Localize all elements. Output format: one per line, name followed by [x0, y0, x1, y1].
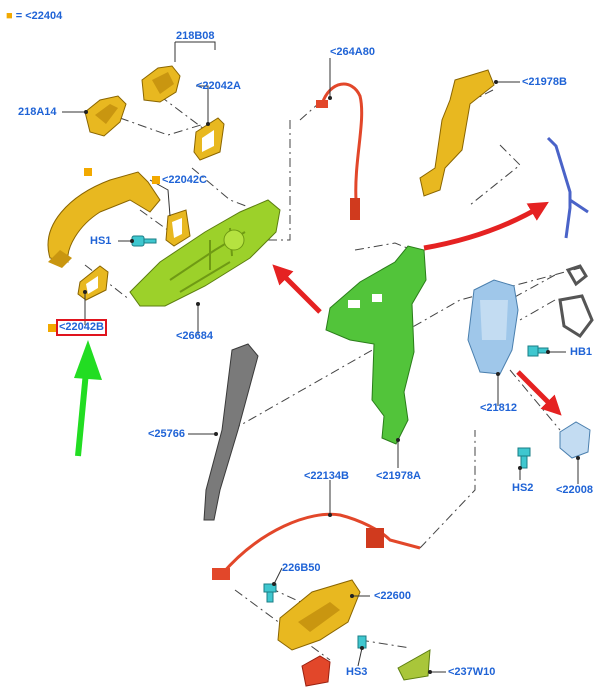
callout-22042c[interactable]: <22042C — [162, 174, 207, 186]
part-218b08-cap[interactable] — [141, 65, 181, 103]
part-22134b-cable[interactable] — [212, 512, 421, 580]
callout-21812[interactable]: <21812 — [480, 402, 518, 414]
callout-22042b[interactable]: <22042B — [56, 319, 107, 336]
part-22042c-gasket[interactable] — [165, 209, 191, 247]
callout-226b50[interactable]: 226B50 — [282, 562, 321, 574]
part-21812-latch[interactable] — [467, 279, 519, 375]
callout-218a14[interactable]: 218A14 — [18, 106, 57, 118]
callout-hb1[interactable]: HB1 — [570, 346, 593, 358]
part-hs2-screw[interactable] — [517, 447, 531, 469]
callout-25766[interactable]: <25766 — [148, 428, 186, 440]
leader-dots — [83, 80, 580, 674]
legend-text: = <22404 — [15, 10, 63, 22]
gold-square-marker — [152, 176, 160, 184]
part-226b50-screw[interactable] — [263, 583, 277, 603]
red-flow-arrow — [272, 201, 562, 416]
callout-264a80[interactable]: <264A80 — [330, 46, 375, 58]
part-25766-seal[interactable] — [203, 343, 259, 521]
green-pointer-arrow — [74, 340, 102, 457]
part-hs1-screw[interactable] — [131, 235, 157, 247]
part-rod[interactable] — [546, 136, 589, 239]
callout-hs2[interactable]: HS2 — [512, 482, 534, 494]
part-22008-cover[interactable] — [559, 421, 591, 459]
callout-21978b[interactable]: <21978B — [522, 76, 567, 88]
part-hb1-bolt[interactable] — [527, 345, 549, 357]
gold-square-marker: ■ — [6, 10, 13, 22]
callout-237w10[interactable]: <237W10 — [448, 666, 496, 678]
part-237w10-cap[interactable] — [397, 649, 431, 681]
part-outer-handle[interactable] — [47, 171, 161, 268]
part-latch-gaskets[interactable] — [558, 264, 594, 339]
callout-218b08[interactable]: 218B08 — [176, 30, 215, 42]
part-22600-inner-handle[interactable] — [277, 579, 361, 651]
callout-21978a[interactable]: <21978A — [376, 470, 421, 482]
callout-22042a[interactable]: <22042A — [196, 80, 241, 92]
part-264a80-cable[interactable] — [316, 82, 364, 220]
callout-26684[interactable]: <26684 — [176, 330, 214, 342]
callout-22134b[interactable]: <22134B — [304, 470, 349, 482]
part-bottom-clip[interactable] — [301, 655, 331, 687]
callout-hs3[interactable]: HS3 — [346, 666, 368, 678]
part-26684-handle-carrier[interactable] — [129, 199, 281, 307]
part-218a14-cover[interactable] — [84, 95, 127, 137]
part-21978b-bracket[interactable] — [419, 69, 495, 197]
callout-hs1[interactable]: HS1 — [90, 235, 112, 247]
part-21978a-bracket[interactable] — [325, 245, 427, 445]
gold-square-marker — [84, 168, 92, 176]
legend: ■ = <22404 — [6, 10, 62, 23]
part-22042a-gasket[interactable] — [193, 117, 225, 161]
callout-22600[interactable]: <22600 — [374, 590, 412, 602]
part-22042b-gasket[interactable] — [77, 265, 109, 301]
callout-22008[interactable]: <22008 — [556, 484, 594, 496]
gold-square-marker — [48, 324, 56, 332]
